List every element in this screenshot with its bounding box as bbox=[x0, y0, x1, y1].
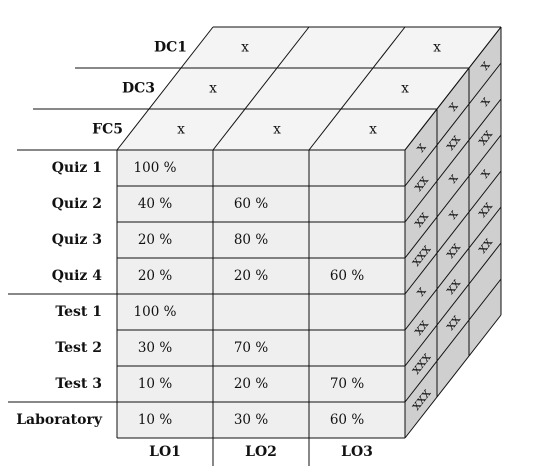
row-label: Test 2 bbox=[55, 340, 102, 356]
cube-top-face bbox=[117, 27, 501, 150]
side-grid-hline bbox=[404, 314, 502, 439]
row-label: Quiz 3 bbox=[52, 232, 102, 248]
side-grid-hline bbox=[404, 98, 502, 223]
side-grid-hline bbox=[404, 206, 502, 331]
column-label: LO3 bbox=[341, 444, 373, 460]
row-label: Laboratory bbox=[16, 412, 103, 428]
cell-value: 100 % bbox=[134, 160, 177, 176]
cell-value: 70 % bbox=[234, 340, 268, 356]
top-grid-depth-line bbox=[212, 26, 310, 151]
row-label: Quiz 4 bbox=[52, 268, 103, 284]
cell-value: 20 % bbox=[234, 268, 268, 284]
top-mark: x bbox=[273, 122, 281, 138]
top-mark: x bbox=[209, 81, 217, 97]
cell-value: 60 % bbox=[330, 268, 364, 284]
cube-grid-lines bbox=[8, 26, 502, 466]
cube-faces bbox=[117, 27, 501, 438]
column-label: LO2 bbox=[245, 444, 277, 460]
cell-value: 20 % bbox=[138, 232, 172, 248]
side-grid-hline bbox=[404, 26, 502, 151]
cell-value: 20 % bbox=[234, 376, 268, 392]
side-grid-hline bbox=[404, 134, 502, 259]
top-mark: x bbox=[401, 81, 409, 97]
row-label: Quiz 2 bbox=[52, 196, 102, 212]
top-mark: x bbox=[433, 40, 441, 56]
cell-value: 10 % bbox=[138, 412, 172, 428]
side-grid-hline bbox=[404, 62, 502, 187]
row-label: Test 3 bbox=[55, 376, 102, 392]
cell-value: 100 % bbox=[134, 304, 177, 320]
depth-label: DC1 bbox=[154, 40, 187, 56]
side-grid-hline bbox=[404, 170, 502, 295]
cell-value: 60 % bbox=[330, 412, 364, 428]
top-mark: x bbox=[369, 122, 377, 138]
cell-value: 30 % bbox=[138, 340, 172, 356]
cell-value: 20 % bbox=[138, 268, 172, 284]
row-label: Quiz 1 bbox=[52, 160, 102, 176]
depth-label: DC3 bbox=[122, 81, 155, 97]
top-mark: x bbox=[177, 122, 185, 138]
depth-label: FC5 bbox=[92, 122, 123, 138]
cell-value: 10 % bbox=[138, 376, 172, 392]
cell-value: 40 % bbox=[138, 196, 172, 212]
top-grid-depth-line bbox=[308, 26, 406, 151]
side-grid-hline bbox=[404, 242, 502, 367]
top-grid-depth-line bbox=[116, 26, 214, 151]
column-label: LO1 bbox=[149, 444, 181, 460]
cell-value: 30 % bbox=[234, 412, 268, 428]
cell-value: 80 % bbox=[234, 232, 268, 248]
side-grid-hline bbox=[404, 278, 502, 403]
cell-value: 70 % bbox=[330, 376, 364, 392]
top-mark: x bbox=[241, 40, 249, 56]
cell-value: 60 % bbox=[234, 196, 268, 212]
row-label: Test 1 bbox=[55, 304, 102, 320]
